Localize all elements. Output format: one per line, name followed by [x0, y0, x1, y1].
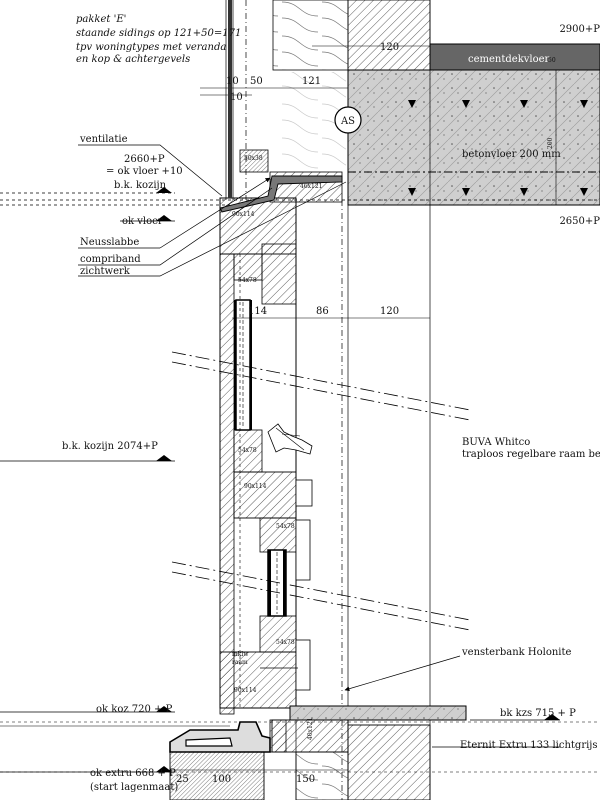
dim-114: 114: [248, 306, 267, 317]
cementdekvloer-thk: 50: [548, 57, 556, 64]
profile-46x121: 46x121: [300, 183, 322, 190]
level-marker-1: [156, 187, 172, 193]
masonry-bottom-right: [347, 724, 431, 800]
label-neusslabbe: Neusslabbe: [80, 237, 139, 248]
level-marker-5: [156, 766, 172, 772]
label-eternit: Eternit Extru 133 lichtgrijs: [460, 740, 598, 751]
level-2900: 2900+P: [559, 24, 600, 35]
dim-120-top: 120: [380, 42, 399, 53]
axis-marker-label: AS: [340, 116, 355, 127]
profile-54x78-c: 54x78: [276, 523, 295, 530]
hardware-block-2: [295, 519, 311, 581]
label-vensterbank: vensterbank Holonite: [461, 647, 572, 658]
masonry-bottom-left: [169, 751, 265, 800]
break-line-lower: [171, 561, 471, 631]
profile-54x78-d: 54x78: [276, 639, 295, 646]
dim-86: 86: [316, 306, 329, 317]
sash-lower-top: [259, 517, 297, 553]
insulation-bottom: [295, 751, 349, 800]
level-marker-2: [156, 215, 172, 221]
sash-top: [233, 253, 263, 281]
header-note-1: pakket 'E': [76, 14, 126, 25]
profile-54x78-b: 54x78: [238, 447, 257, 454]
profile-90x114: 90x114: [232, 211, 255, 218]
sash-lower-bottom: [259, 615, 297, 653]
profile-90x114-c: 90x114: [234, 687, 257, 694]
level-marker-6: [544, 714, 560, 720]
level-marker-3: [156, 455, 172, 461]
hardware-block-3: [295, 639, 311, 691]
eternit-extru-profile: [169, 721, 271, 753]
label-zichtwerk: zichtwerk: [80, 266, 131, 277]
dim-25: 25: [176, 774, 189, 785]
beton-thk: 200: [547, 137, 554, 149]
dim-150: 150: [296, 774, 315, 785]
profile-50x38: 50x38: [244, 155, 263, 162]
label-bk-kozijn-2074: b.k. kozijn 2074+P: [62, 441, 158, 452]
axis-marker-circle: [334, 106, 362, 134]
header-notes: pakket 'E' staande sidings op 121+50=171…: [76, 14, 241, 65]
cementdekvloer-label: cementdekvloer: [468, 54, 550, 65]
label-ok-extru: ok extru 668 + P: [90, 768, 176, 779]
dim-10b: 10: [230, 92, 243, 103]
sill-90x114: [219, 651, 297, 709]
label-start-lagenmaat: (start lagenmaat): [90, 782, 178, 793]
sash-top-right: [261, 243, 297, 305]
label-ok-koz: ok koz 720 + P: [96, 704, 173, 715]
label-level-2660: 2660+P: [124, 154, 165, 165]
insulation-zone: [272, 0, 349, 71]
label-buva: BUVA Whitco: [462, 437, 530, 448]
profile-inklw: inklw: [232, 651, 249, 658]
sash-bottom: [233, 429, 263, 473]
label-buva-desc: traploos regelbare raam bediening: [462, 449, 600, 460]
profile-raam: raam: [232, 659, 248, 666]
betonvloer-label: betonvloer 200 mm: [462, 149, 561, 160]
header-note-2: staande sidings op 121+50=171: [76, 28, 241, 39]
dim-121: 121: [302, 76, 321, 87]
label-bk-kzs: bk kzs 715 + P: [500, 708, 576, 719]
profile-54x78-a: 54x78: [238, 277, 257, 284]
label-ok-vloer-plus: = ok vloer +10: [106, 166, 183, 177]
dim-10: 10: [226, 76, 239, 87]
header-note-3: tpv woningtypes met veranda: [76, 42, 226, 53]
betonvloer-slab: [347, 69, 600, 206]
break-line-upper: [171, 351, 471, 421]
label-compriband: compriband: [80, 254, 141, 265]
lath-50x38: [239, 149, 269, 173]
vensterbank-holonite: [289, 705, 467, 721]
cementdekvloer-layer: [429, 43, 600, 71]
dim-100: 100: [212, 774, 231, 785]
dim-120-mid: 120: [380, 306, 399, 317]
label-ok-vloer: ok vloer: [122, 216, 163, 227]
masonry-block-top: [347, 0, 431, 71]
level-marker-4: [156, 706, 172, 712]
dim-50: 50: [250, 76, 263, 87]
label-ventilatie: ventilatie: [79, 134, 128, 145]
profile-40x121: 40x121: [307, 718, 314, 740]
level-2650: 2650+P: [559, 216, 600, 227]
profile-90x114-b: 90x114: [244, 483, 267, 490]
label-bk-kozijn: b.k. kozijn: [114, 180, 167, 191]
hardware-block-1: [295, 479, 313, 507]
frame-left-stile: [219, 253, 235, 715]
header-note-4: en kop & achtergevels: [76, 54, 190, 65]
transom-90x114: [233, 471, 297, 519]
